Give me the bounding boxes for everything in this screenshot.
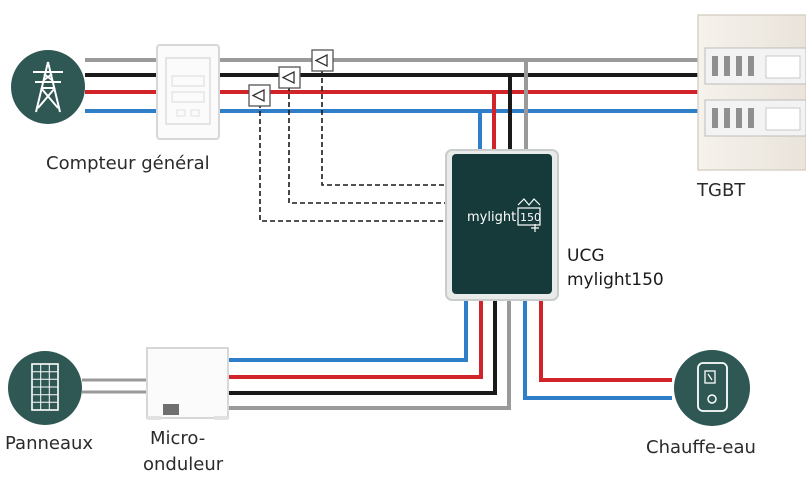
wire-blue-inverter	[228, 300, 468, 362]
sensor-line-2	[288, 86, 452, 204]
panels-label: Panneaux	[5, 433, 94, 454]
meter-label: Compteur général	[46, 153, 210, 174]
heater-lines	[523, 300, 672, 400]
tgbt-panel	[697, 14, 806, 171]
wire-red-heater	[539, 300, 672, 382]
device-brand-text: mylight	[467, 210, 516, 225]
micro-inverter-device	[146, 347, 229, 420]
meter-device	[156, 44, 220, 140]
sensor-line-1	[321, 70, 452, 186]
pylon-icon	[11, 50, 85, 124]
ucg-feed-lines	[478, 60, 528, 158]
sensor-dashed-lines	[259, 70, 452, 222]
device-logo-mark	[517, 198, 541, 232]
solar-panel-icon	[8, 351, 82, 425]
wire-black-inverter	[228, 300, 497, 395]
wire-blue-heater	[523, 300, 672, 400]
water-heater-label: Chauffe-eau	[646, 437, 756, 458]
ucg-device: mylight 150	[445, 149, 559, 301]
wire-grey-inverter	[228, 300, 511, 410]
tgbt-label: TGBT	[697, 180, 746, 201]
inverter-lines	[228, 300, 511, 410]
wire-red-inverter	[228, 300, 483, 379]
ucg-label-line2: mylight150	[567, 270, 664, 290]
ucg-label-line1: UCG	[567, 246, 605, 266]
inverter-label-line1: Micro-	[150, 428, 206, 449]
water-heater-icon	[674, 350, 750, 426]
panel-lines	[82, 378, 148, 394]
current-clamp-icon	[248, 49, 334, 107]
inverter-label-line2: onduleur	[143, 454, 224, 475]
device-model-text: 150	[520, 211, 541, 224]
